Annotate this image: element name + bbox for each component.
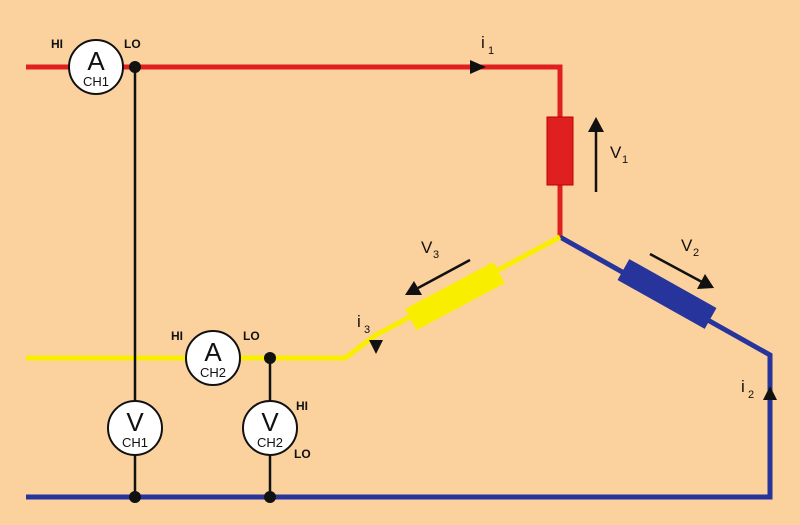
voltage-arrow-v2 bbox=[649, 252, 714, 289]
ammeter-ch2-hi-label: HI bbox=[171, 329, 183, 343]
svg-text:2: 2 bbox=[693, 247, 699, 259]
current-label-i2: i 2 bbox=[741, 377, 754, 401]
load-resistor-1 bbox=[546, 116, 574, 186]
junction-dot bbox=[129, 491, 141, 503]
ammeter-ch2-symbol: A bbox=[204, 337, 222, 367]
svg-text:i: i bbox=[357, 312, 361, 331]
junction-dot bbox=[264, 491, 276, 503]
svg-text:V: V bbox=[421, 238, 433, 257]
current-label-i1: i 1 bbox=[481, 33, 494, 57]
phase-3-wire bbox=[26, 234, 562, 361]
ammeter-ch1-channel: CH1 bbox=[83, 74, 109, 89]
svg-text:3: 3 bbox=[433, 249, 439, 261]
load-resistor-3 bbox=[405, 261, 505, 331]
current-arrow-i3 bbox=[369, 340, 383, 354]
measurement-wires bbox=[133, 67, 272, 497]
svg-text:V: V bbox=[681, 236, 693, 255]
voltage-arrow-v1 bbox=[588, 117, 604, 192]
voltage-label-v2: V 2 bbox=[681, 236, 699, 259]
voltmeter-ch1-symbol: V bbox=[126, 407, 144, 437]
svg-text:3: 3 bbox=[364, 324, 370, 336]
ammeter-ch1[interactable]: A CH1 bbox=[68, 39, 124, 95]
svg-text:i: i bbox=[481, 33, 485, 52]
voltmeter-ch2-channel: CH2 bbox=[257, 435, 283, 450]
svg-text:V: V bbox=[610, 143, 622, 162]
voltmeter-ch2-lo-label: LO bbox=[294, 447, 311, 461]
current-label-i3: i 3 bbox=[357, 312, 370, 336]
ammeter-ch2[interactable]: A CH2 bbox=[185, 330, 241, 386]
load-resistor-2 bbox=[617, 259, 717, 329]
voltmeter-ch1-channel: CH1 bbox=[122, 435, 148, 450]
voltage-arrow-v3 bbox=[405, 258, 471, 295]
svg-text:2: 2 bbox=[748, 389, 754, 401]
voltage-label-v1: V 1 bbox=[610, 143, 628, 166]
ammeter-ch1-symbol: A bbox=[87, 46, 105, 76]
voltmeter-ch1[interactable]: V CH1 bbox=[107, 400, 163, 456]
current-arrow-i1 bbox=[470, 60, 486, 74]
ammeter-ch2-lo-label: LO bbox=[243, 329, 260, 343]
current-arrow-i2 bbox=[763, 386, 777, 400]
voltmeter-ch2-hi-label: HI bbox=[296, 399, 308, 413]
ammeter-ch1-hi-label: HI bbox=[51, 37, 63, 51]
junction-dot bbox=[264, 352, 276, 364]
svg-text:1: 1 bbox=[488, 45, 494, 57]
ammeter-ch1-lo-label: LO bbox=[124, 37, 141, 51]
svg-text:i: i bbox=[741, 377, 745, 396]
voltage-label-v3: V 3 bbox=[421, 238, 439, 261]
svg-text:1: 1 bbox=[622, 154, 628, 166]
voltmeter-ch2[interactable]: V CH2 bbox=[242, 400, 298, 456]
ammeter-ch2-channel: CH2 bbox=[200, 365, 226, 380]
voltmeter-ch2-symbol: V bbox=[261, 407, 279, 437]
junction-dot bbox=[129, 61, 141, 73]
